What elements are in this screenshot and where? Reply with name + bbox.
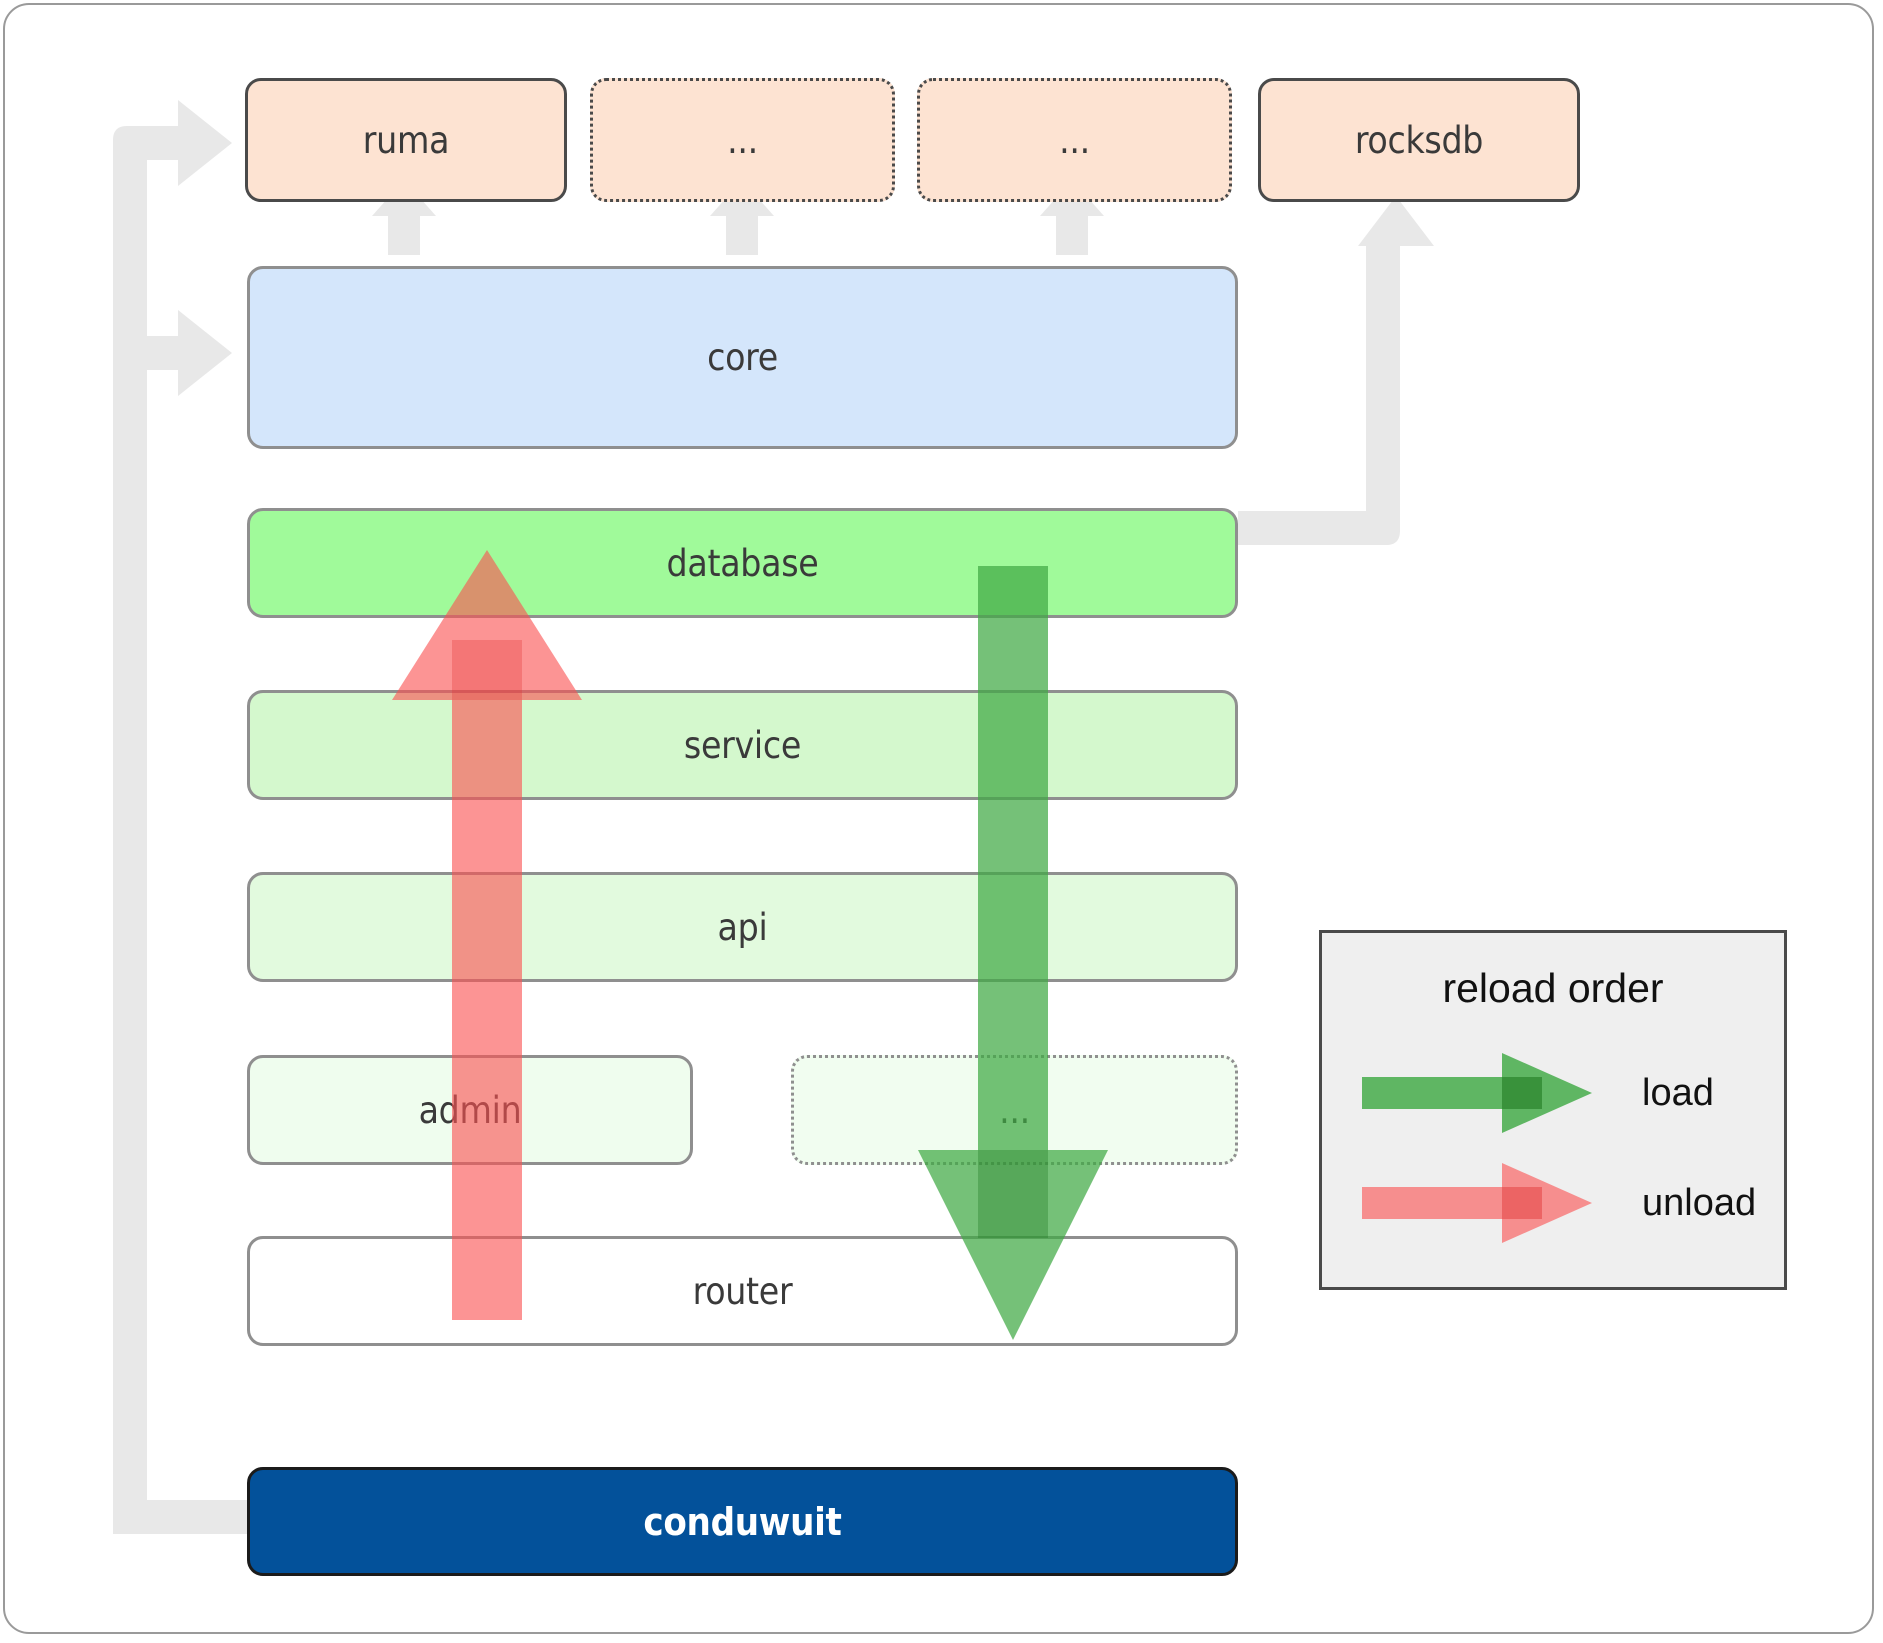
layer-box-service[interactable]: service: [247, 690, 1238, 800]
dependency-box-rocksdb[interactable]: rocksdb: [1258, 78, 1580, 202]
diagram-frame: [3, 3, 1874, 1634]
app-box-conduwuit[interactable]: conduwuit: [247, 1467, 1238, 1576]
layer-label-database: database: [666, 541, 819, 585]
dependency-box-ellipsis-2[interactable]: ...: [917, 78, 1232, 202]
layer-box-ellipsis[interactable]: ...: [791, 1055, 1238, 1165]
layer-box-admin[interactable]: admin: [247, 1055, 693, 1165]
legend-label-load: load: [1642, 1072, 1714, 1114]
dependency-label-ellipsis-2: ...: [1059, 118, 1090, 162]
core-label: core: [707, 336, 778, 379]
layer-box-router[interactable]: router: [247, 1236, 1238, 1346]
dependency-box-ellipsis-1[interactable]: ...: [590, 78, 895, 202]
legend-title: reload order: [1442, 965, 1664, 1011]
layer-label-service: service: [683, 723, 802, 767]
layer-label-ellipsis: ...: [999, 1088, 1030, 1132]
layer-box-database[interactable]: database: [247, 508, 1238, 618]
dependency-label-rocksdb: rocksdb: [1354, 118, 1484, 162]
layer-label-router: router: [692, 1269, 793, 1313]
dependency-label-ellipsis-1: ...: [727, 118, 758, 162]
dependency-box-ruma[interactable]: ruma: [245, 78, 567, 202]
app-label-conduwuit: conduwuit: [643, 1499, 842, 1544]
layer-box-api[interactable]: api: [247, 872, 1238, 982]
legend-unload-arrow-icon: [1362, 1163, 1592, 1243]
legend-panel: reload order load unload: [1319, 930, 1787, 1290]
layer-label-admin: admin: [418, 1088, 522, 1132]
core-box[interactable]: core: [247, 266, 1238, 449]
legend-load-arrow-icon: [1362, 1053, 1592, 1133]
legend-label-unload: unload: [1642, 1182, 1757, 1224]
layer-label-api: api: [717, 905, 768, 949]
dependency-label-ruma: ruma: [362, 118, 450, 162]
